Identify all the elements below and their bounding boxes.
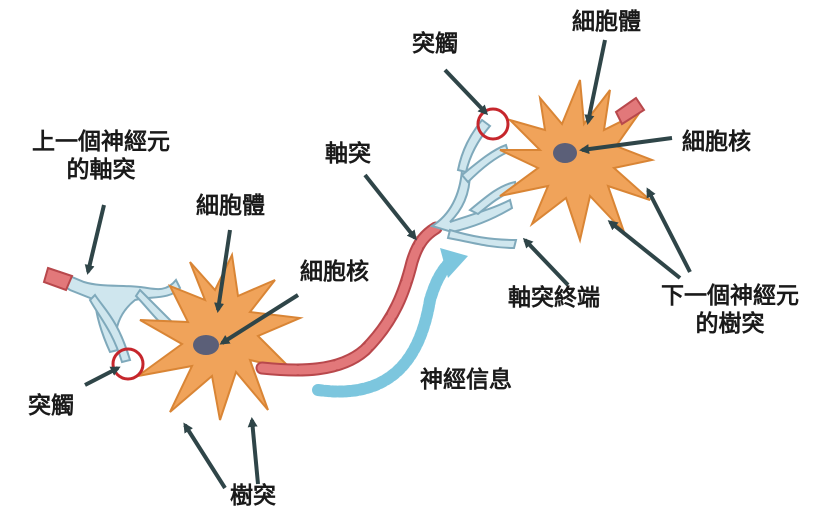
label-cell-body-right: 細胞體: [572, 8, 641, 36]
arrow-dendrite-left-1: [185, 425, 225, 488]
nucleus-left: [193, 335, 219, 355]
label-nerve-signal: 神經信息: [420, 366, 512, 394]
label-nucleus-left: 細胞核: [300, 258, 369, 286]
presynaptic-axon-terminal: [58, 272, 180, 362]
label-axon-terminal: 軸突終端: [508, 284, 600, 312]
label-next-dendrite: 下一個神經元 的樹突: [640, 282, 820, 338]
label-next-dendrite-line1: 下一個神經元: [640, 282, 820, 310]
label-synapse-left: 突觸: [28, 392, 74, 420]
arrow-axon-terminal: [525, 240, 568, 285]
arrow-synapse-right: [445, 70, 486, 113]
label-nucleus-right: 細胞核: [682, 128, 751, 156]
label-next-dendrite-line2: 的樹突: [640, 310, 820, 338]
presynaptic-axon-end: [44, 268, 72, 290]
label-prev-axon-line2: 的軸突: [16, 156, 186, 184]
label-axon: 軸突: [325, 140, 371, 168]
label-prev-axon-line1: 上一個神經元: [16, 128, 186, 156]
label-synapse-right: 突觸: [412, 30, 458, 58]
label-prev-axon: 上一個神經元 的軸突: [16, 128, 186, 184]
label-cell-body-left: 細胞體: [196, 192, 265, 220]
label-dendrite-left: 樹突: [230, 482, 276, 510]
arrow-dendrite-left-2: [252, 420, 258, 484]
arrow-axon: [365, 175, 415, 238]
arrow-prev-axon: [88, 205, 104, 272]
axon-terminal-right: [432, 120, 516, 248]
arrow-synapse-left: [85, 368, 118, 385]
soma-left: [138, 255, 300, 420]
nucleus-right: [553, 143, 577, 163]
